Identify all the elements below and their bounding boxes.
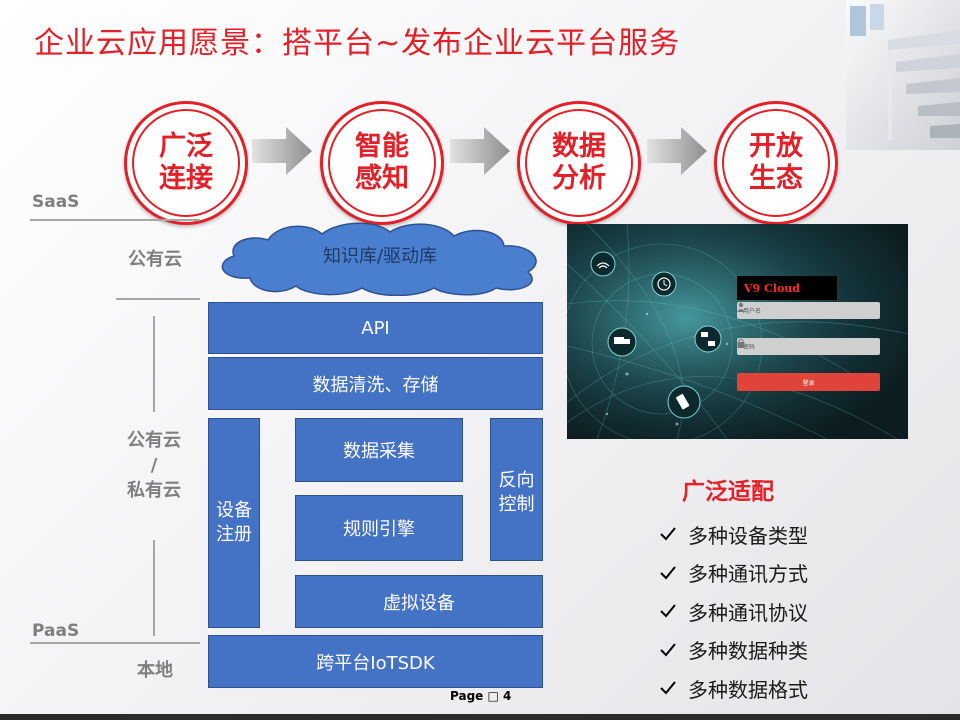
password-input[interactable]: 密码	[737, 338, 880, 355]
reverse-control-box: 反向控制	[490, 418, 543, 561]
cloud-login-screenshot: V9 Cloud 用户名 密码 登录	[567, 224, 908, 439]
feature-item: 多种通讯方式	[660, 554, 808, 593]
feature-label: 多种设备类型	[688, 523, 808, 548]
wifi-icon	[590, 251, 616, 277]
reverse-control-label: 反向控制	[498, 470, 535, 515]
truck-icon	[607, 327, 637, 357]
features-list: 多种设备类型多种通讯方式多种通讯协议多种数据种类多种数据格式	[660, 515, 808, 708]
footer-bar	[0, 714, 960, 720]
public-cloud-label: 公有云	[128, 249, 182, 270]
globe-network-graphic	[567, 224, 908, 439]
feature-item: 多种通讯协议	[660, 592, 808, 631]
feature-item: 多种设备类型	[660, 515, 808, 554]
feature-item: 多种数据种类	[660, 631, 808, 670]
data-collect-label: 数据采集	[343, 441, 415, 462]
username-input[interactable]: 用户名	[737, 302, 880, 319]
check-icon	[660, 566, 676, 580]
api-label: API	[361, 317, 390, 339]
saas-label: SaaS	[32, 192, 80, 212]
device-register-label: 设备注册	[216, 500, 252, 545]
cloud-shape	[221, 222, 537, 296]
login-button[interactable]: 登录	[737, 373, 880, 391]
step-label: 广泛连接	[159, 131, 213, 194]
feature-label: 多种数据种类	[688, 639, 808, 664]
device-register-box: 设备注册	[208, 418, 260, 628]
local-label: 本地	[137, 660, 173, 681]
virtual-device-label: 虚拟设备	[383, 592, 455, 614]
virtual-device-box: 虚拟设备	[295, 575, 543, 628]
step-label: 开放生态	[749, 131, 803, 194]
step-label: 数据分析	[552, 131, 606, 194]
hybrid-bracket-bottom	[153, 540, 155, 636]
device-icon	[667, 385, 701, 419]
rule-engine-box: 规则引擎	[295, 495, 463, 561]
feature-label: 多种数据格式	[688, 677, 808, 702]
step-label: 智能感知	[355, 131, 409, 194]
step-circle-ecosystem: 开放生态	[714, 101, 838, 225]
step-circle-connect: 广泛连接	[124, 101, 248, 225]
step-circle-analyze: 数据分析	[517, 101, 641, 225]
data-collect-box: 数据采集	[295, 418, 463, 482]
arrow-right-icon	[647, 127, 707, 175]
check-icon	[660, 643, 676, 657]
staircase-decoration-icon	[846, 0, 960, 150]
saas-divider	[30, 219, 200, 221]
public-cloud-divider	[116, 298, 200, 300]
username-placeholder: 用户名	[743, 308, 762, 315]
lock-icon	[737, 338, 745, 348]
password-placeholder: 密码	[743, 344, 756, 351]
brand-logo: V9 Cloud	[737, 276, 837, 300]
clock-icon	[651, 271, 677, 297]
step-circle-sense: 智能感知	[320, 101, 444, 225]
check-icon	[660, 527, 676, 541]
api-box: API	[208, 302, 543, 354]
check-icon	[660, 681, 676, 695]
feature-label: 多种通讯协议	[688, 600, 808, 625]
user-icon	[737, 302, 745, 312]
hybrid-cloud-label: 公有云/私有云	[127, 430, 181, 501]
feature-item: 多种数据格式	[660, 669, 808, 708]
sdk-box: 跨平台IoTSDK	[208, 635, 543, 688]
page-number: Page □ 4	[450, 689, 512, 703]
slide-title: 企业云应用愿景：搭平台~发布企业云平台服务	[34, 26, 681, 61]
feature-label: 多种通讯方式	[688, 562, 808, 587]
rule-engine-label: 规则引擎	[343, 519, 415, 540]
knowledge-base-label: 知识库/驱动库	[322, 246, 438, 267]
hybrid-bracket-top	[153, 316, 155, 412]
paas-divider	[30, 642, 200, 644]
data-clean-label: 数据清洗、存储	[312, 374, 439, 396]
data-clean-box: 数据清洗、存储	[208, 357, 543, 410]
paas-label: PaaS	[32, 621, 80, 641]
sdk-label: 跨平台IoTSDK	[316, 652, 435, 674]
arrow-right-icon	[450, 127, 510, 175]
features-title: 广泛适配	[682, 479, 774, 505]
network-icon	[694, 325, 722, 353]
check-icon	[660, 604, 676, 618]
arrow-right-icon	[252, 127, 312, 175]
